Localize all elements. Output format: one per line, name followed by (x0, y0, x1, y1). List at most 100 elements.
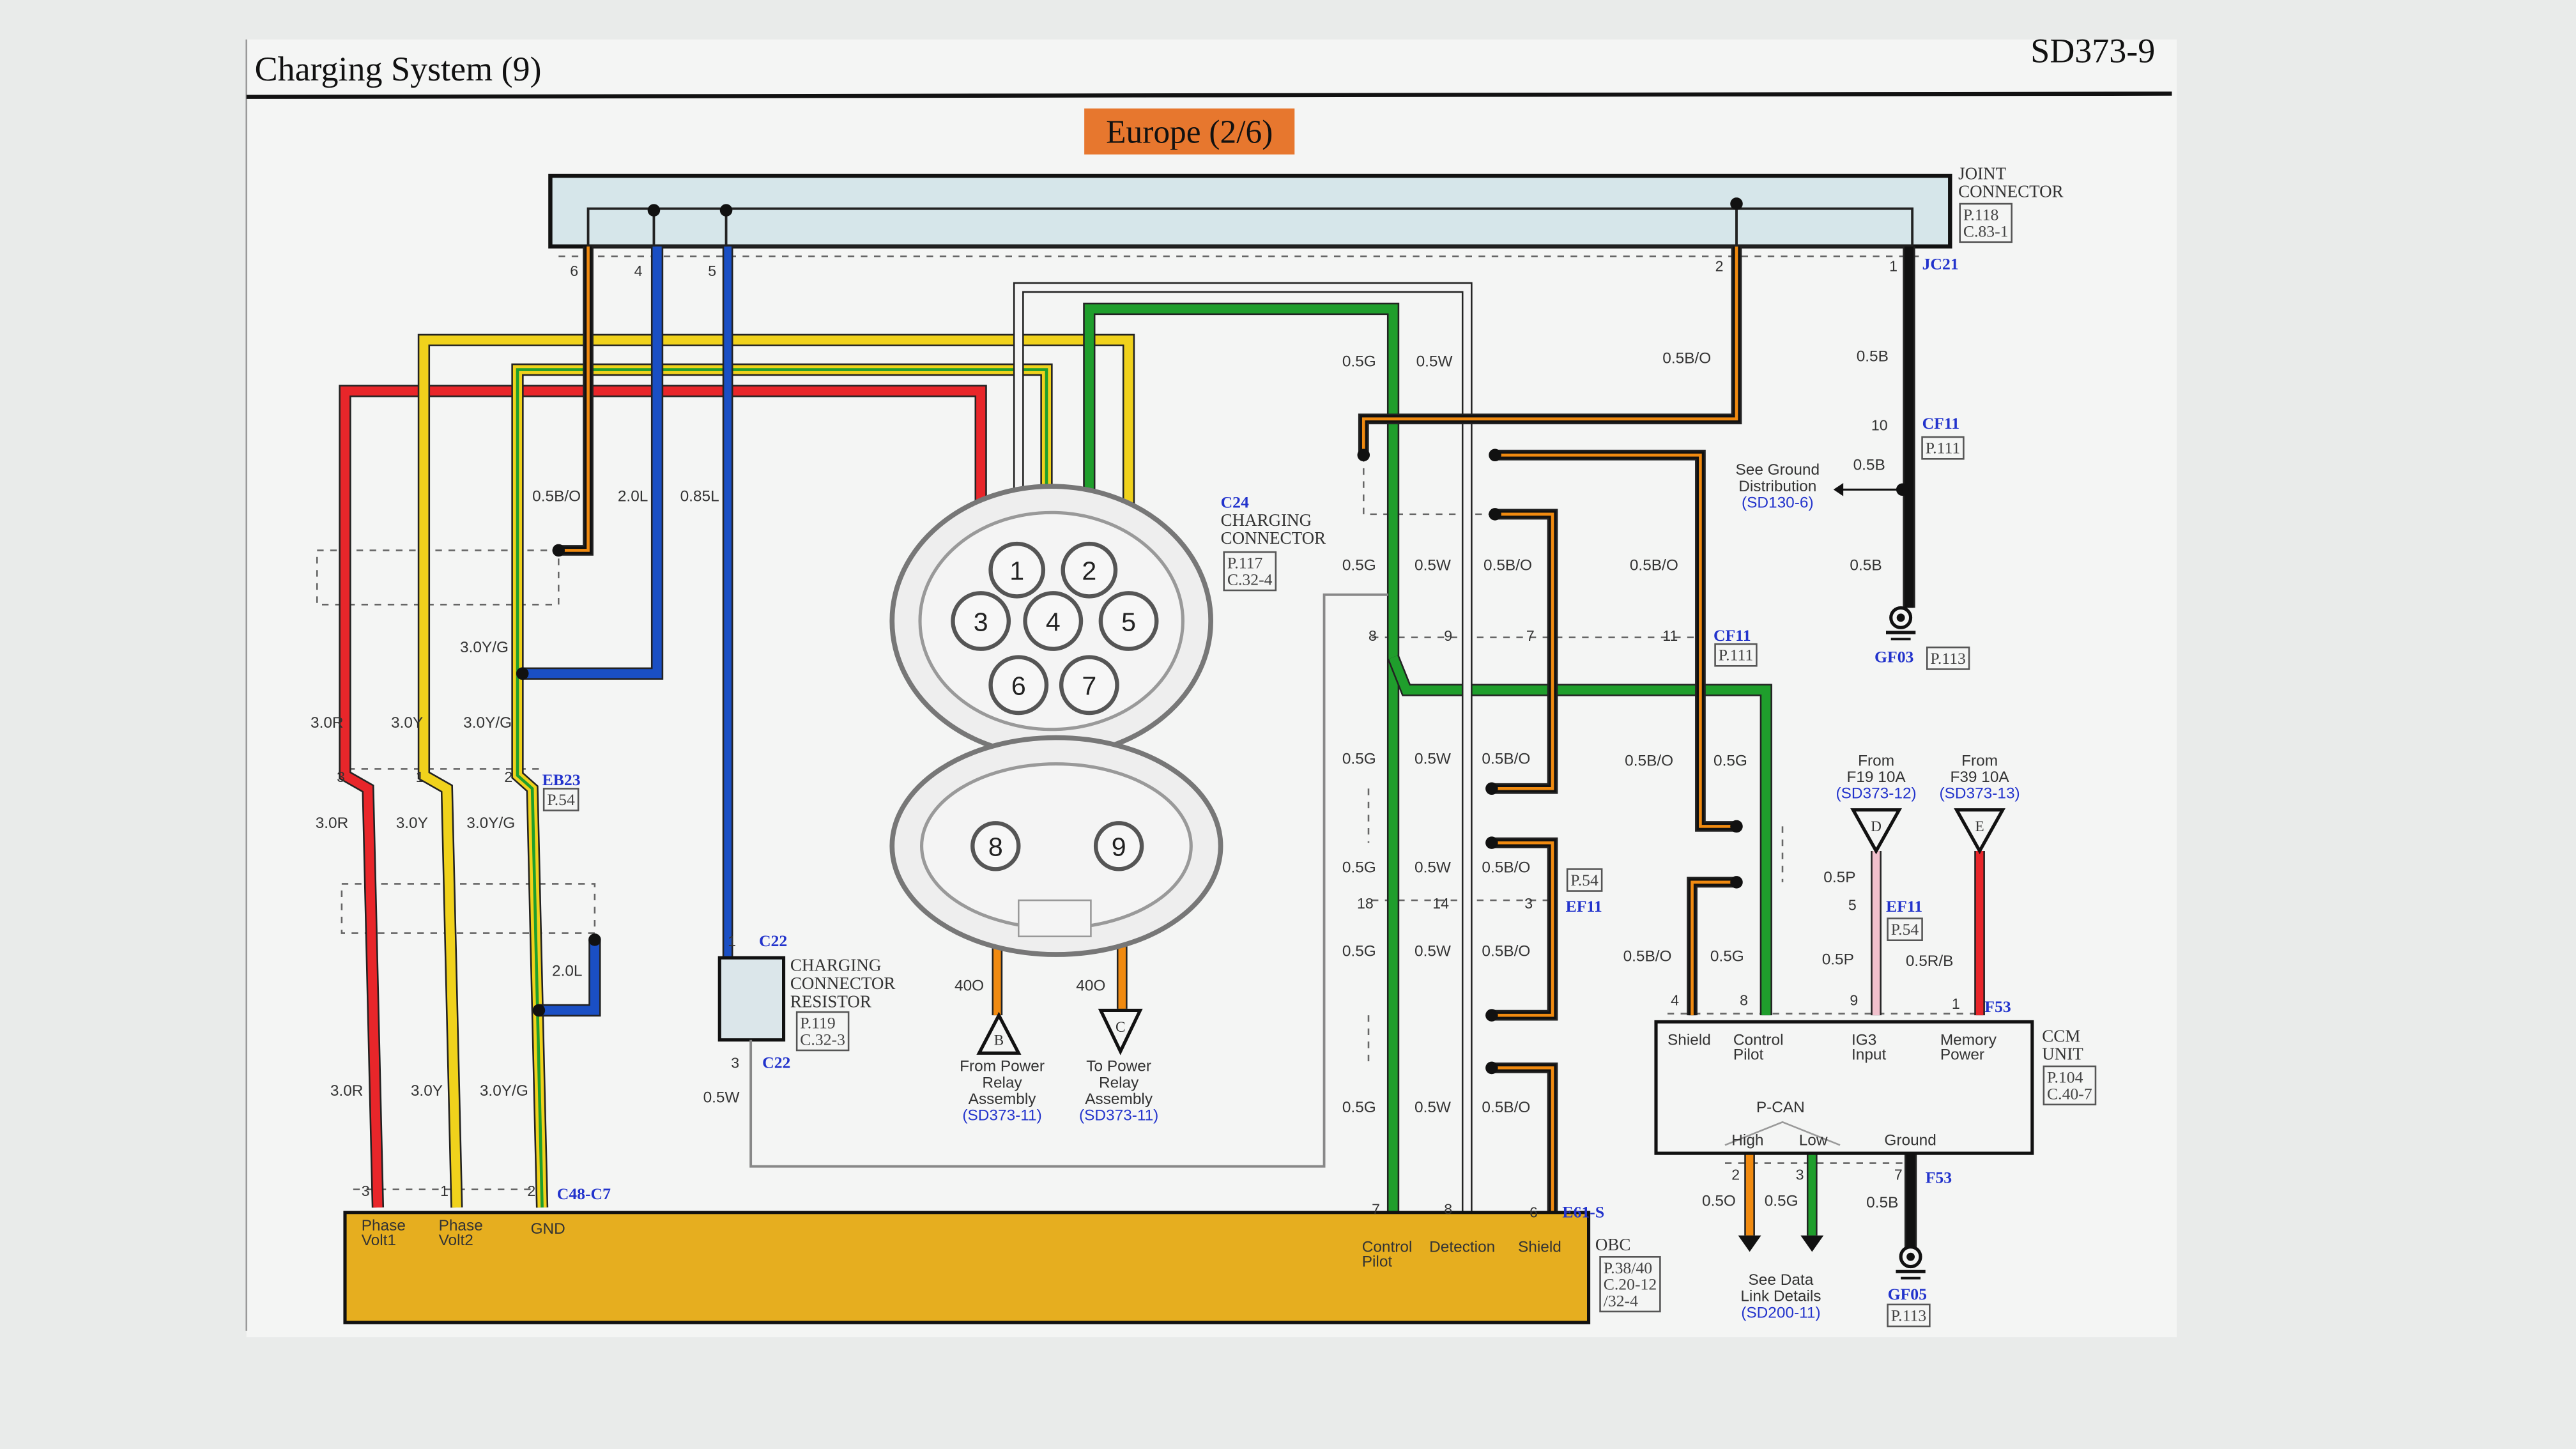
connection-triangle-e[interactable]: E (1954, 808, 2005, 855)
connection-triangle-b[interactable]: B (976, 1011, 1022, 1055)
page-reference-box[interactable]: P.111 (1926, 439, 1961, 457)
connection-triangle-c[interactable]: C (1098, 1008, 1143, 1055)
component-name-line: CHARGING (1221, 510, 1312, 530)
device-pin-label: P-CAN (1756, 1099, 1805, 1116)
charging-connector[interactable] (889, 484, 1223, 957)
connector-pin-1: 1 (988, 541, 1046, 599)
pin-number: 2 (527, 1183, 535, 1199)
connector-id-link[interactable]: EB23 (542, 770, 581, 789)
joint-connector[interactable] (548, 173, 1952, 249)
connector-id-link[interactable]: GF03 (1874, 647, 1913, 666)
cross-reference-note-line: (SD373-12) (1836, 785, 1916, 802)
device-pin-label-line: Shield (1667, 1031, 1711, 1048)
component-name: OBC (1595, 1235, 1631, 1254)
connector-pin-8: 8 (970, 821, 1021, 871)
ccm-unit[interactable] (1654, 1020, 2034, 1155)
wire-spec-label: 0.5G (1342, 1099, 1376, 1116)
pin-number: 1 (1952, 995, 1960, 1012)
charging-connector-resistor[interactable] (717, 956, 786, 1042)
reference-box-frame (1223, 551, 1277, 592)
junction-dot (516, 667, 529, 680)
page-reference-box-line: /32-4 (1604, 1291, 1638, 1310)
page-reference-box-line: C.20-12 (1604, 1275, 1657, 1294)
wire-spec-label: 0.5W (1414, 943, 1451, 960)
device-pin-label-line: Pilot (1362, 1254, 1393, 1271)
connector-pin-number: 2 (1082, 556, 1096, 586)
arrow-down-icon (1738, 1235, 1761, 1252)
connector-pin-number: 8 (988, 832, 1003, 862)
pin-number: 8 (1444, 1200, 1452, 1217)
device-pin-label: Shield (1518, 1238, 1561, 1255)
pin-number: 9 (1444, 627, 1452, 644)
cross-reference-note-line: See Data (1749, 1271, 1814, 1289)
wire-spec-label: 0.5B/O (1483, 556, 1532, 574)
cross-reference-note-line: From (1858, 752, 1894, 769)
page-reference-box[interactable]: P.113 (1930, 649, 1965, 668)
triangle-letter: D (1871, 818, 1882, 835)
connector-id-link[interactable]: GF05 (1888, 1285, 1927, 1303)
connector-id-link[interactable]: JC21 (1922, 255, 1959, 273)
page-reference-box-line: C.83-1 (1963, 222, 2009, 240)
page-reference-box[interactable]: P.113 (1891, 1306, 1926, 1324)
page-reference-box[interactable]: P.54 (547, 790, 575, 809)
pin-number: 7 (1894, 1166, 1903, 1183)
reference-box-frame (1926, 647, 1970, 670)
wire-spec-label: 0.5G (1342, 556, 1376, 574)
junction-dot (1730, 876, 1743, 889)
connector-id-link[interactable]: EF11 (1566, 897, 1602, 916)
connector-id-link[interactable]: C22 (759, 931, 787, 950)
pin-number: 1 (1889, 257, 1897, 274)
device-pin-label-line: GND (531, 1220, 565, 1238)
connection-triangle-d[interactable]: D (1850, 808, 1902, 855)
page-reference-box[interactable]: P.54 (1891, 920, 1919, 939)
device-pin-label-line: Control (1362, 1238, 1413, 1255)
wire-spec-label: 0.5G (1765, 1192, 1798, 1209)
wire-0.5g-ccm (1387, 654, 1772, 1016)
device-pin-label-line: Memory (1940, 1031, 1997, 1048)
connector-id-link[interactable]: CF11 (1922, 414, 1960, 433)
connector-id-link[interactable]: EF11 (1886, 897, 1922, 916)
obc-unit[interactable] (343, 1211, 1591, 1324)
junction-dot (1485, 782, 1498, 795)
connection-triangles: B C D E (976, 808, 2005, 1055)
connector-pin-3: 3 (951, 591, 1011, 651)
connector-id-link[interactable]: C22 (762, 1053, 790, 1071)
connector-id-link[interactable]: E61-S (1562, 1202, 1604, 1221)
pin-number: 3 (362, 1183, 370, 1199)
connector-id-link[interactable]: F53 (1926, 1168, 1952, 1186)
pin-number: 9 (1850, 992, 1858, 1009)
connector-id-link[interactable]: C24 (1221, 493, 1249, 512)
pin-number: 6 (570, 263, 578, 279)
wire-spec-label: 0.5B/O (1482, 1099, 1530, 1116)
connector-pin-number: 7 (1082, 671, 1096, 701)
pin-number: 4 (634, 263, 643, 279)
connector-id-link[interactable]: F53 (1984, 997, 2011, 1016)
page-reference-box[interactable]: P.54 (1570, 871, 1598, 889)
connector-id-link[interactable]: C48-C7 (557, 1184, 611, 1203)
wire-spec-label: 0.5P (1823, 869, 1855, 886)
wire-3.0y-g (511, 363, 1053, 1208)
cross-reference-note-line: From Power (960, 1058, 1045, 1075)
wire-0.5b-o-cf11 (1495, 449, 1736, 832)
arrow-down-icon (1800, 1235, 1824, 1252)
pin-number: 3 (1524, 895, 1533, 912)
connector-id-link[interactable]: CF11 (1713, 626, 1751, 645)
cross-reference-note-line: F19 10A (1846, 769, 1906, 786)
page-reference-box[interactable]: P.111 (1719, 646, 1754, 664)
device-pin-label-line: Shield (1518, 1238, 1561, 1255)
wire-spec-label: 40O (954, 977, 984, 995)
